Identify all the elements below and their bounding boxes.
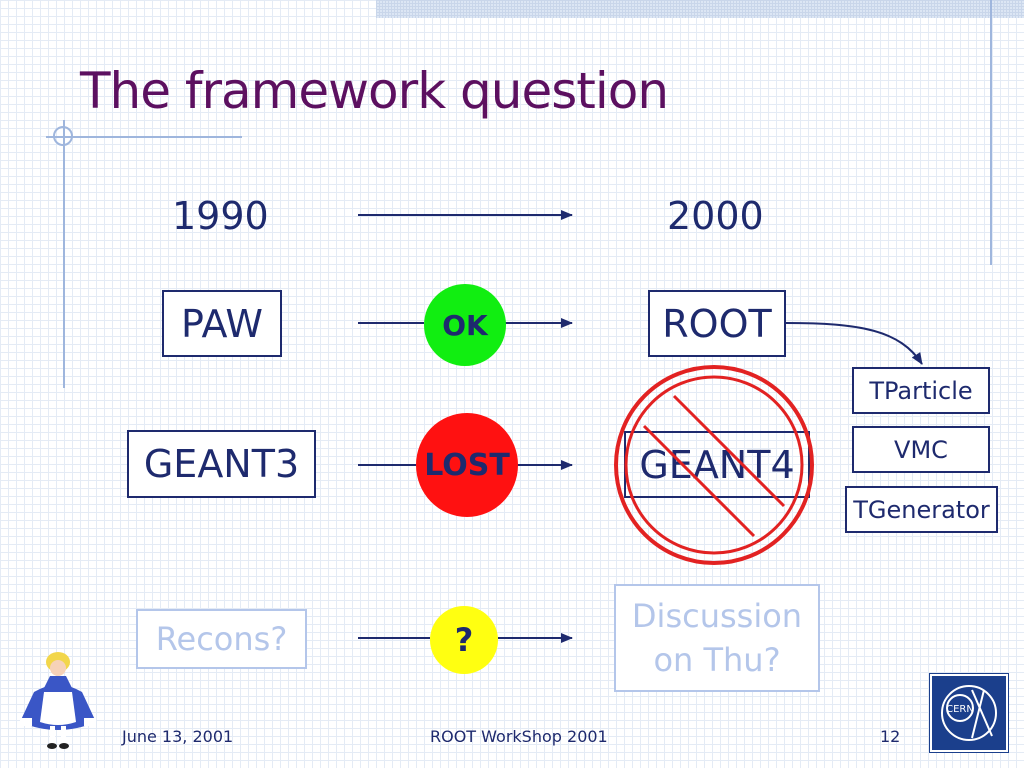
geant3-box: GEANT3: [127, 430, 316, 498]
discussion-line2: on Thu?: [653, 641, 781, 679]
tgenerator-box: TGenerator: [845, 486, 998, 533]
paw-box: PAW: [162, 290, 282, 357]
ok-badge: OK: [424, 284, 506, 366]
tparticle-box: TParticle: [852, 367, 990, 414]
arrow-root-to-tparticle: [785, 322, 923, 365]
discussion-box: Discussion on Thu?: [614, 584, 820, 692]
discussion-line1: Discussion: [631, 597, 803, 635]
cern-logo-text: CERN: [946, 704, 974, 715]
cern-logo-icon: CERN: [941, 685, 997, 741]
alice-illustration-icon: [20, 652, 96, 749]
geant4-box: GEANT4: [624, 431, 810, 498]
top-decor-bar: [376, 0, 1024, 18]
cern-logo: CERN: [929, 673, 1009, 753]
question-badge: ?: [430, 606, 498, 674]
footer-page-number: 12: [880, 727, 901, 746]
footer-event: ROOT WorkShop 2001: [430, 727, 608, 746]
year-2000: 2000: [667, 194, 764, 238]
root-box: ROOT: [648, 290, 786, 357]
decor-horizontal-line: [46, 136, 242, 138]
vmc-box: VMC: [852, 426, 990, 473]
decor-circle-icon: [53, 126, 73, 146]
recons-box: Recons?: [136, 609, 307, 669]
lost-badge: LOST: [416, 413, 518, 517]
title-wrap: The framework question: [80, 62, 669, 120]
decor-vertical-line: [63, 120, 65, 388]
year-1990: 1990: [172, 194, 269, 238]
footer-date: June 13, 2001: [122, 727, 234, 746]
slide-title: The framework question: [80, 62, 669, 120]
right-decor-line: [990, 0, 992, 265]
